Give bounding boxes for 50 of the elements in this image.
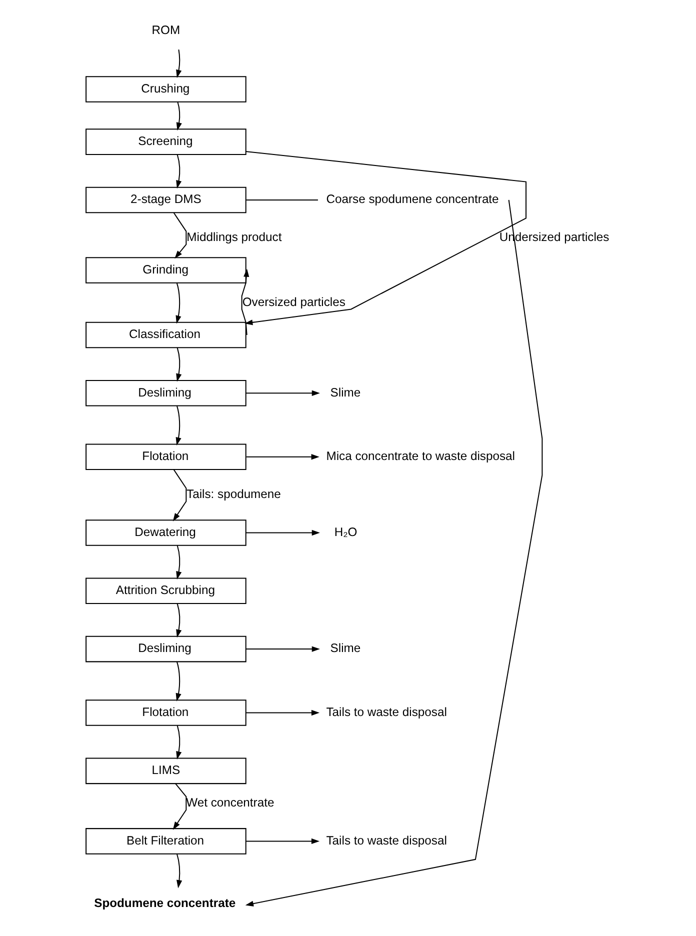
node-box: Screening [86,128,246,155]
node-text: Tails to waste disposal [326,704,447,719]
arrow [176,546,182,580]
arrow [176,726,182,760]
arrow [246,530,320,536]
arrow [176,348,182,382]
arrow [245,200,543,906]
arrow [176,854,182,888]
connector [246,199,318,200]
node-box: Dewatering [86,520,246,546]
node-text: Mica concentrate to waste disposal [326,449,515,464]
arrow [176,406,182,446]
edge-label: Oversized particles [242,294,346,309]
arrow [173,212,187,259]
node-text: Coarse spodumene concentrate [326,192,499,206]
edge-label: Tails: spodumene [186,486,281,501]
arrow [246,390,320,396]
node-text: ROM [152,23,180,38]
node-text: Slime [330,641,361,656]
arrow [246,838,320,844]
node-box: Crushing [86,76,246,102]
node-text: Slime [330,385,361,400]
node-box: Desliming [86,636,246,662]
edge-label: Middlings product [186,230,282,244]
arrow [172,783,187,830]
arrow [176,662,182,702]
arrow [176,282,182,324]
arrow [172,469,187,522]
arrow [176,102,182,131]
node-box: Desliming [86,380,246,406]
node-box: 2-stage DMS [86,186,246,214]
arrow [241,268,250,336]
node-box: Belt Filteration [86,828,246,854]
node-box: Flotation [86,700,246,726]
arrow [176,604,182,638]
arrow [176,154,182,189]
node-text: H₂O [334,524,358,539]
node-box: Attrition Scrubbing [86,578,246,604]
arrow [246,710,320,716]
arrow [246,646,320,652]
arrow [244,150,527,326]
node-box: Flotation [86,444,246,470]
node-box: Grinding [86,257,246,284]
node-text: Spodumene concentrate [94,896,236,910]
arrow [246,454,320,460]
node-text: Tails to waste disposal [326,833,447,848]
node-box: Classification [86,322,246,348]
edge-label: Wet concentrate [186,795,274,810]
node-box: LIMS [86,758,246,784]
arrow [176,49,182,78]
